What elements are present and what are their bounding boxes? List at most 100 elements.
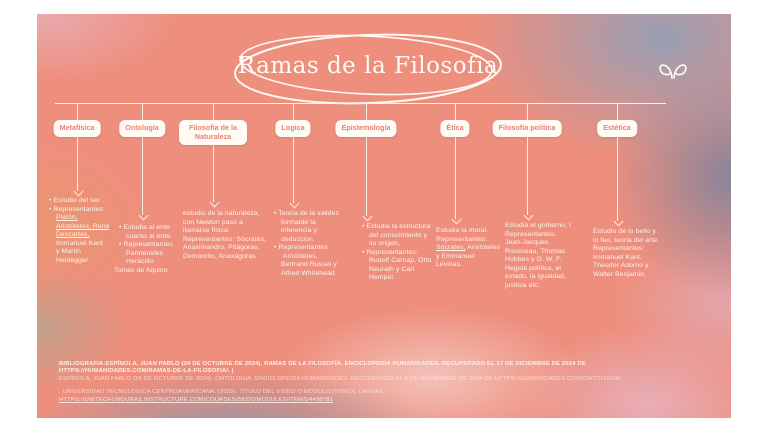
text-line: formalde la — [274, 219, 358, 228]
branch-label-3: Filosofía de la Naturaleza — [179, 120, 247, 146]
text-line: • Teoría de la validez — [274, 210, 339, 217]
text-segment: Walter Benjamin. — [593, 270, 647, 278]
text-line: Lévinas. — [436, 261, 524, 270]
text-segment: Representantes: — [436, 235, 488, 243]
text-segment: Representantes — [123, 241, 173, 248]
branch-description: Estudia la moral.Representantes:Sócrates… — [436, 227, 524, 270]
text-line: Tomas de Aquino — [114, 267, 197, 276]
underlined-name-link[interactable]: Aristóteles, René — [56, 222, 110, 230]
text-segment: Estudio de lo bello y — [593, 228, 656, 235]
page-title: Ramas de la Filosofia — [237, 53, 499, 79]
text-line: Anaximandro, Pitágoras, — [183, 244, 283, 253]
text-segment: Aristóteles — [465, 244, 501, 251]
text-line: Parménides — [119, 250, 197, 259]
text-line: Hegela política, el — [505, 265, 595, 274]
text-line: Theodor Adorno y — [593, 262, 679, 271]
branch-description: • Estudio del ser .• Representantes:Plat… — [49, 197, 133, 265]
text-line: Representantes: Sócrates, — [183, 236, 283, 245]
text-line: • Estudio del ser . — [49, 197, 104, 204]
text-line: inferencia y — [274, 227, 358, 236]
text-segment: Tomas de Aquino — [114, 266, 168, 274]
text-line: Hobbes y G. W. F. — [505, 256, 595, 265]
text-segment: Immanuel Kant — [56, 239, 104, 247]
text-segment: su origen, — [369, 240, 400, 247]
text-segment: Estudia la estructura — [366, 223, 431, 230]
slide-canvas: Ramas de la Filosofia Metafísica • Estudi… — [37, 14, 731, 418]
text-line: :Aristóteles, — [274, 253, 358, 262]
text-segment: con Newton paso a — [183, 218, 243, 226]
text-segment: lo feo, teoria del arte. — [593, 236, 660, 244]
text-segment: cuanto al ente. — [126, 232, 173, 240]
title-block: Ramas de la Filosofia — [230, 29, 506, 107]
text-segment: Rousseau, Thomas — [505, 247, 566, 255]
text-line: del conocimiento y — [362, 232, 456, 241]
text-line: y Martin — [49, 248, 133, 257]
text-line: Platón, — [49, 214, 133, 223]
branch-label-1: Metafísica — [53, 120, 101, 137]
text-segment: formalde la — [281, 218, 316, 226]
text-segment: Representantes — [278, 244, 328, 251]
text-line: • Estudia al ente — [119, 224, 170, 231]
text-segment: del conocimiento y — [369, 231, 428, 239]
text-line: Representantes: — [436, 236, 524, 245]
text-line: • Representantes — [274, 244, 328, 251]
text-line: estudio de la naturaleza, — [183, 210, 283, 219]
branch-connector — [213, 104, 215, 202]
bibliography-line: . UNIVERSIDAD TECNOLÓGICA CENTROAMERICAN… — [59, 389, 385, 396]
text-segment: Demócrito, Anaxágoras — [183, 252, 256, 260]
branch-label-2: Ontología — [119, 120, 165, 137]
bibliography-line: ESPÍNOLA, JUAN PABLO (24 DE OCTUBRE DE 2… — [59, 375, 623, 382]
connector-arrowhead-icon — [73, 186, 83, 197]
bibliography-line: HTTPS://HUMANIDADES.COM/RAMAS-DE-LA-FILO… — [59, 368, 234, 375]
text-segment: y Emmanuel — [436, 252, 475, 260]
text-line: Representantes: — [593, 245, 679, 254]
text-segment: inferencia y — [281, 227, 317, 234]
branch-label-5: Epistemología — [335, 120, 397, 137]
text-segment: estado, la igualdad, — [505, 273, 566, 280]
branch-label-6: Ética — [440, 120, 470, 137]
text-segment: Lévinas. — [436, 261, 463, 268]
text-line: Hempel. — [362, 274, 456, 283]
text-line: estado, la igualdad, — [505, 273, 595, 282]
text-segment: Estudio del ser . — [53, 197, 104, 204]
text-line: lo feo, teoria del arte. — [593, 237, 679, 246]
text-segment: Teoría de la validez — [278, 210, 339, 217]
text-line: Sócrates, Aristóteles — [436, 244, 524, 253]
butterfly-logo-icon — [659, 64, 687, 79]
header-divider — [55, 103, 666, 104]
bibliography: BIBLIOGRAFIA:ESPÍNOLA, JUAN PABLO (24 DE… — [59, 361, 719, 404]
bibliography-line: BIBLIOGRAFIA:ESPÍNOLA, JUAN PABLO (24 DE… — [59, 361, 586, 367]
text-line: Representantes: — [505, 231, 595, 240]
underlined-name-link[interactable]: Sócrates, — [436, 244, 466, 251]
text-segment: Jean-Jacques — [505, 239, 549, 246]
branch-connector — [366, 104, 368, 216]
text-segment: justicia etc. — [505, 281, 540, 289]
text-line: Immanuel Kant, — [593, 254, 679, 263]
text-line: Demócrito, Anaxágoras — [183, 253, 283, 262]
connector-arrowhead-icon — [138, 210, 148, 221]
text-segment: Immanuel Kant, — [593, 253, 643, 261]
text-line: Alfred Whitehead — [274, 270, 358, 279]
text-segment: Estudia el gobierno, l — [505, 222, 571, 229]
text-line: Bertrand Russel y — [274, 261, 358, 270]
underlined-name-link[interactable]: Platón, — [56, 214, 78, 221]
text-line: • Representantes: — [362, 248, 418, 256]
text-segment: Neurath y Carl — [369, 265, 415, 273]
text-segment: Representantes: — [505, 230, 557, 238]
text-segment: Representantes: — [593, 245, 645, 252]
text-line: y Emmanuel — [436, 253, 524, 262]
connector-arrowhead-icon — [209, 197, 219, 208]
underlined-name-link[interactable]: Descartes, — [56, 231, 90, 238]
text-segment: Hegela política, el — [505, 264, 561, 272]
text-line: deduccion. — [274, 236, 358, 245]
text-line: cuanto al ente. — [119, 233, 197, 242]
text-line: Jean-Jacques — [505, 239, 595, 248]
bibliography-link[interactable]: HTTPS://UNITECHONDURAS.INSTRUCTURE.COM/C… — [59, 396, 333, 403]
text-segment: Alfred Whitehead — [281, 269, 335, 277]
text-segment: Hempel. — [369, 274, 396, 281]
text-segment: llamarse física. — [183, 227, 230, 234]
